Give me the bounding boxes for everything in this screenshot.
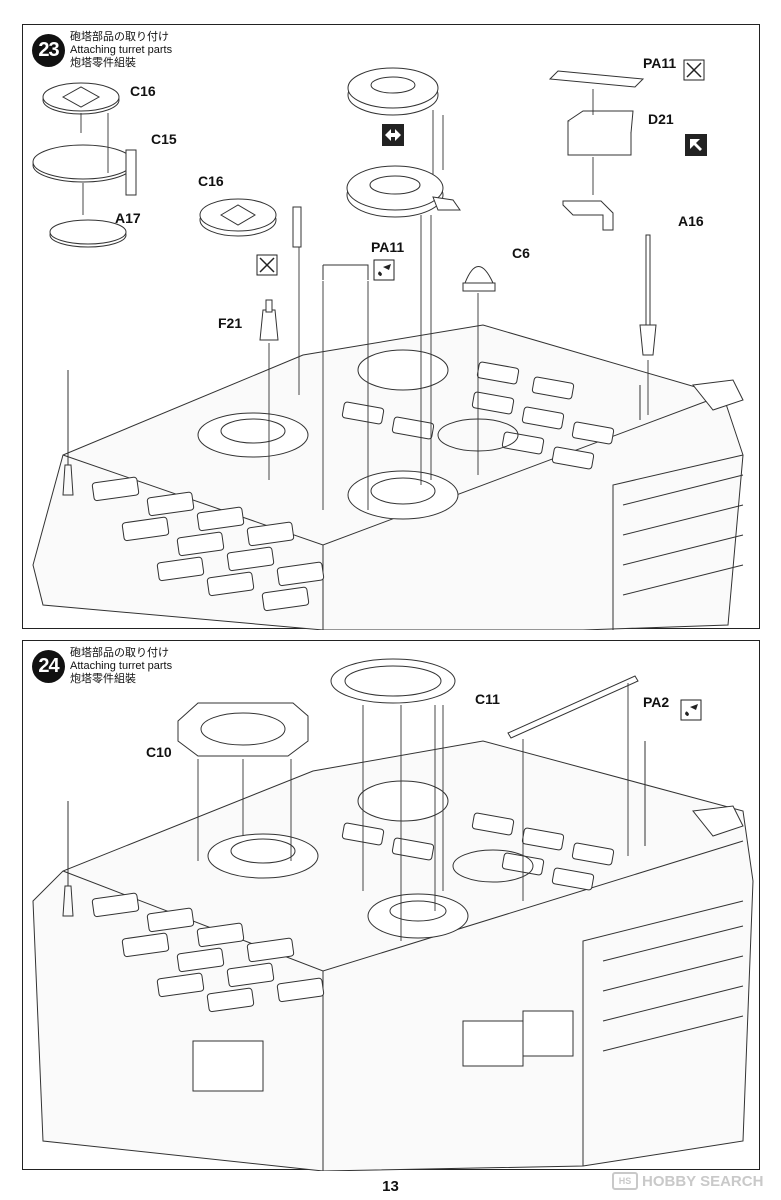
- part-label-f21: F21: [218, 315, 243, 331]
- part-label-pa11-right: PA11: [643, 55, 677, 71]
- part-label-c16: C16: [130, 83, 156, 99]
- paint-icon: [680, 699, 702, 726]
- step-title-jp: 砲塔部品の取り付け: [70, 647, 169, 659]
- step-title-en: Attaching turret parts: [70, 660, 173, 672]
- watermark-logo-icon: HS: [612, 1172, 638, 1190]
- part-label-a16: A16: [678, 213, 704, 229]
- watermark-text: HOBBY SEARCH: [642, 1172, 764, 1190]
- step-title-jp: 砲塔部品の取り付け: [70, 31, 169, 43]
- hobby-search-watermark: HS HOBBY SEARCH: [612, 1172, 763, 1190]
- part-label-c11: C11: [475, 691, 500, 707]
- part-label-a17: A17: [115, 210, 141, 226]
- step-24-illustration: [32, 658, 754, 1171]
- step-number: 24: [38, 655, 59, 677]
- flip-assembly-icon: [684, 133, 708, 162]
- part-label-pa11: PA11: [371, 239, 405, 255]
- step-24-panel: 24 砲塔部品の取り付け Attaching turret parts 炮塔零件…: [22, 640, 760, 1171]
- step-23-illustration: [32, 67, 744, 630]
- step-title-cn: 炮塔零件組裝: [70, 673, 136, 685]
- no-glue-icon-right: [683, 59, 705, 86]
- step-number-badge: 24: [32, 650, 65, 683]
- swap-icon: [381, 123, 405, 152]
- step-title: 砲塔部品の取り付け Attaching turret parts 炮塔零件組裝: [70, 647, 172, 686]
- step-title: 砲塔部品の取り付け Attaching turret parts 炮塔零件組裝: [70, 31, 172, 70]
- part-label-c16-middle: C16: [198, 173, 224, 189]
- page-number: 13: [382, 1178, 399, 1195]
- paint-icon: [373, 259, 395, 286]
- part-label-c10: C10: [146, 744, 172, 760]
- part-label-pa2: PA2: [643, 694, 670, 710]
- part-label-c6: C6: [512, 245, 530, 261]
- step-title-cn: 炮塔零件組裝: [70, 57, 136, 69]
- no-glue-icon: [256, 254, 278, 281]
- step-number: 23: [38, 39, 59, 61]
- step-title-en: Attaching turret parts: [70, 44, 173, 56]
- part-label-c15: C15: [151, 131, 177, 147]
- step-23-panel: 23 砲塔部品の取り付け Attaching turret parts 炮塔零件…: [22, 24, 760, 630]
- part-label-d21: D21: [648, 111, 674, 127]
- step-number-badge: 23: [32, 34, 65, 67]
